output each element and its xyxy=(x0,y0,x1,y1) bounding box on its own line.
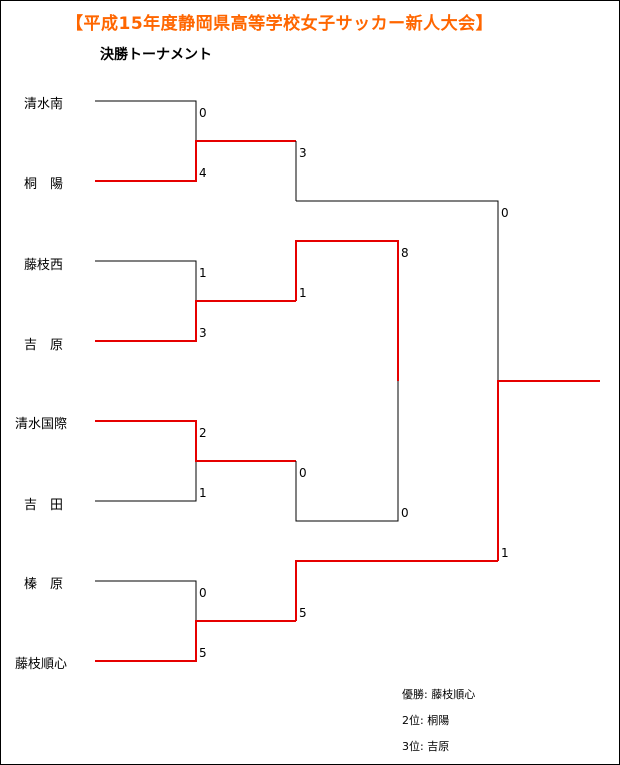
line-r2-yoshiwara xyxy=(295,240,399,381)
score-final-junshin: 1 xyxy=(501,546,509,560)
team-yoshida: 吉 田 xyxy=(24,498,64,513)
team-fujieda-nishi: 藤枝西 xyxy=(24,258,64,273)
result-second-place: 2位: 桐陽 xyxy=(402,714,450,727)
result-third-place: 3位: 吉原 xyxy=(402,740,450,753)
result-first-place: 優勝: 藤枝順心 xyxy=(402,688,476,701)
line-yoshida xyxy=(95,461,197,502)
team-haibara: 榛 原 xyxy=(24,577,64,592)
bracket-subtitle: 決勝トーナメント xyxy=(100,47,212,63)
score-r1-toyo: 4 xyxy=(199,166,207,180)
line-toyo xyxy=(95,140,296,182)
score-r1-fujieda-junshin: 5 xyxy=(199,646,207,660)
line-r2-kokusai xyxy=(295,381,399,522)
score-r1-fujieda-nishi: 1 xyxy=(199,266,207,280)
line-r2-junshin xyxy=(295,560,498,621)
team-toyo: 桐 陽 xyxy=(24,177,64,192)
team-shimizu-kokusai: 清水国際 xyxy=(15,417,68,432)
score-r1-haibara: 0 xyxy=(199,586,207,600)
line-shimizu-kokusai xyxy=(95,420,296,462)
line-yoshiwara xyxy=(95,300,296,342)
line-fujieda-nishi xyxy=(95,260,197,301)
score-r1-yoshida: 1 xyxy=(199,486,207,500)
score-r3-yoshiwara: 8 xyxy=(401,246,409,260)
team-shimizu-minami: 清水南 xyxy=(24,97,64,112)
line-haibara xyxy=(95,580,197,621)
score-r1-yoshiwara: 3 xyxy=(199,326,207,340)
line-r3-champion xyxy=(497,380,600,561)
line-fujieda-junshin xyxy=(95,620,296,662)
tournament-title: 【平成15年度静岡県高等学校女子サッカー新人大会】 xyxy=(66,14,494,34)
team-fujieda-junshin: 藤枝順心 xyxy=(15,657,68,672)
line-r3-toyo xyxy=(296,200,499,381)
score-r2-toyo: 3 xyxy=(299,146,307,160)
score-r2-yoshiwara: 1 xyxy=(299,286,307,300)
score-r1-shimizu-minami: 0 xyxy=(199,106,207,120)
score-r1-shimizu-kokusai: 2 xyxy=(199,426,207,440)
line-shimizu-minami xyxy=(95,100,197,141)
score-r2-shimizu-kokusai: 0 xyxy=(299,466,307,480)
score-final-toyo: 0 xyxy=(501,206,509,220)
score-r2-fujieda-junshin: 5 xyxy=(299,606,307,620)
team-yoshiwara: 吉 原 xyxy=(24,338,64,353)
score-r3-fujieda-junshin: 0 xyxy=(401,506,409,520)
